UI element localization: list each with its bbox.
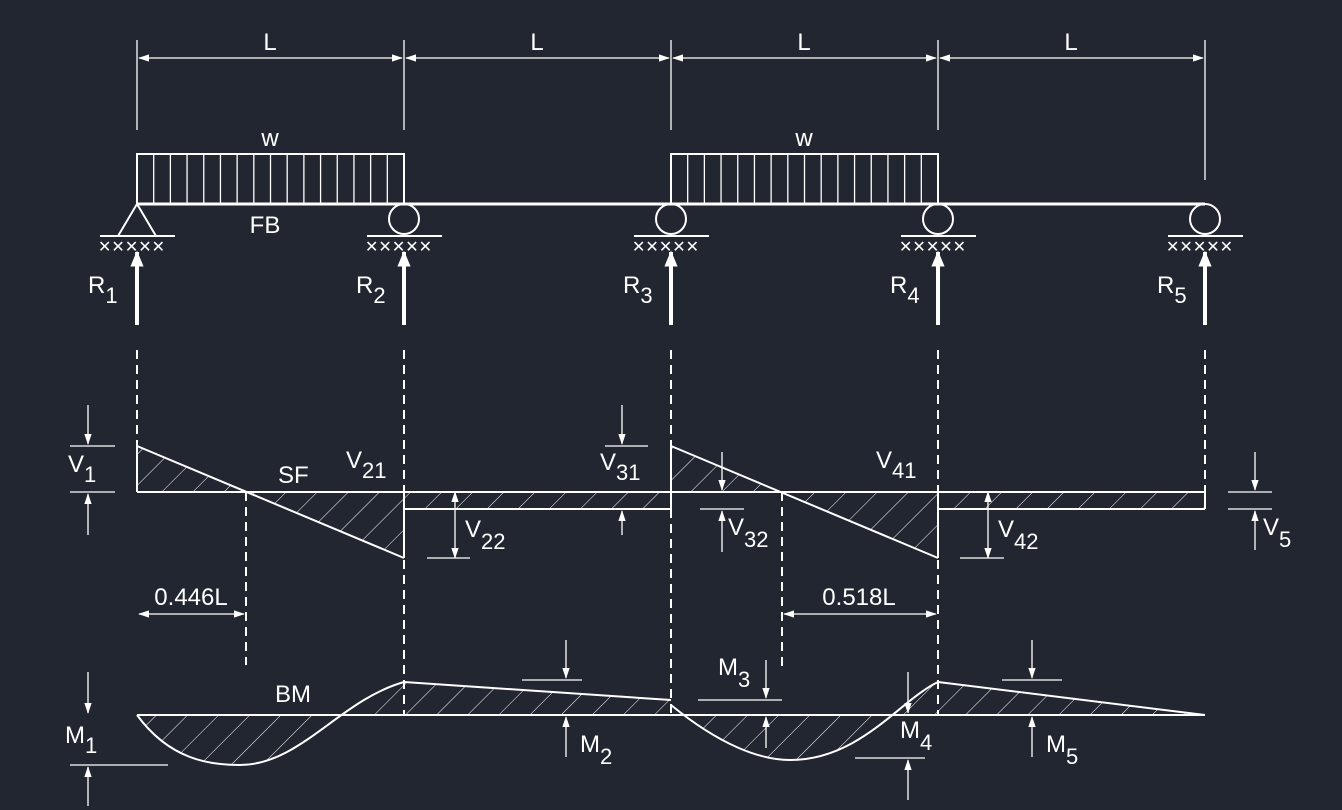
span-dimensions: L L L L bbox=[136, 29, 1206, 180]
svg-text:✕✕✕✕✕: ✕✕✕✕✕ bbox=[632, 239, 699, 256]
svg-text:✕✕✕✕✕: ✕✕✕✕✕ bbox=[98, 239, 165, 256]
span-label-2: L bbox=[530, 29, 543, 56]
shear-v31: V31 bbox=[600, 449, 641, 485]
svg-text:✕✕✕✕✕: ✕✕✕✕✕ bbox=[1166, 239, 1233, 256]
shear-v41: V41 bbox=[876, 447, 917, 483]
pin-support: ✕✕✕✕✕ bbox=[98, 202, 175, 256]
reaction-arrows bbox=[130, 250, 1212, 325]
udl-span-1: w bbox=[136, 125, 405, 205]
udl-span-3: w bbox=[670, 125, 939, 205]
projection-lines bbox=[136, 350, 1206, 715]
free-body-label: FB bbox=[250, 212, 281, 239]
span-label-3: L bbox=[797, 29, 810, 56]
shear-v42: V42 bbox=[998, 516, 1039, 554]
roller-support-5: ✕✕✕✕✕ bbox=[1166, 203, 1243, 256]
roller-support-2: ✕✕✕✕✕ bbox=[365, 203, 442, 256]
shear-dimension-arrows bbox=[70, 405, 1272, 559]
roller-support-4: ✕✕✕✕✕ bbox=[899, 203, 976, 256]
svg-text:✕✕✕✕✕: ✕✕✕✕✕ bbox=[365, 239, 432, 256]
moment-dimension-arrows bbox=[70, 640, 1062, 806]
svg-text:✕✕✕✕✕: ✕✕✕✕✕ bbox=[899, 239, 966, 256]
moment-m4: M4 bbox=[900, 717, 932, 755]
shear-title: SF bbox=[278, 462, 309, 489]
reaction-r1: R1 bbox=[88, 272, 118, 308]
zero-shear-distance-2: 0.518L bbox=[822, 584, 895, 611]
span-label-4: L bbox=[1064, 29, 1077, 56]
reaction-r4: R4 bbox=[890, 272, 920, 308]
moment-m2: M2 bbox=[580, 731, 612, 769]
reaction-r5: R5 bbox=[1157, 272, 1187, 308]
moment-m1: M1 bbox=[65, 722, 97, 758]
span-label-1: L bbox=[263, 29, 276, 56]
moment-title: BM bbox=[275, 681, 311, 708]
shear-v5: V5 bbox=[1263, 514, 1291, 552]
shear-v1: V1 bbox=[68, 451, 96, 487]
shear-v22: V22 bbox=[465, 516, 506, 554]
udl-label-3: w bbox=[794, 125, 813, 152]
udl-label-1: w bbox=[260, 125, 279, 152]
shear-v21: V21 bbox=[346, 447, 387, 483]
reaction-r2: R2 bbox=[356, 272, 386, 308]
reaction-r3: R3 bbox=[623, 272, 653, 308]
moment-m3: M3 bbox=[718, 654, 750, 692]
moment-m5: M5 bbox=[1046, 731, 1078, 769]
zero-shear-distance-1: 0.446L bbox=[154, 584, 227, 611]
shear-v32: V32 bbox=[728, 514, 769, 552]
bending-moment-diagram bbox=[136, 681, 1206, 767]
roller-support-3: ✕✕✕✕✕ bbox=[632, 203, 709, 256]
shear-force-diagram bbox=[136, 445, 1206, 559]
